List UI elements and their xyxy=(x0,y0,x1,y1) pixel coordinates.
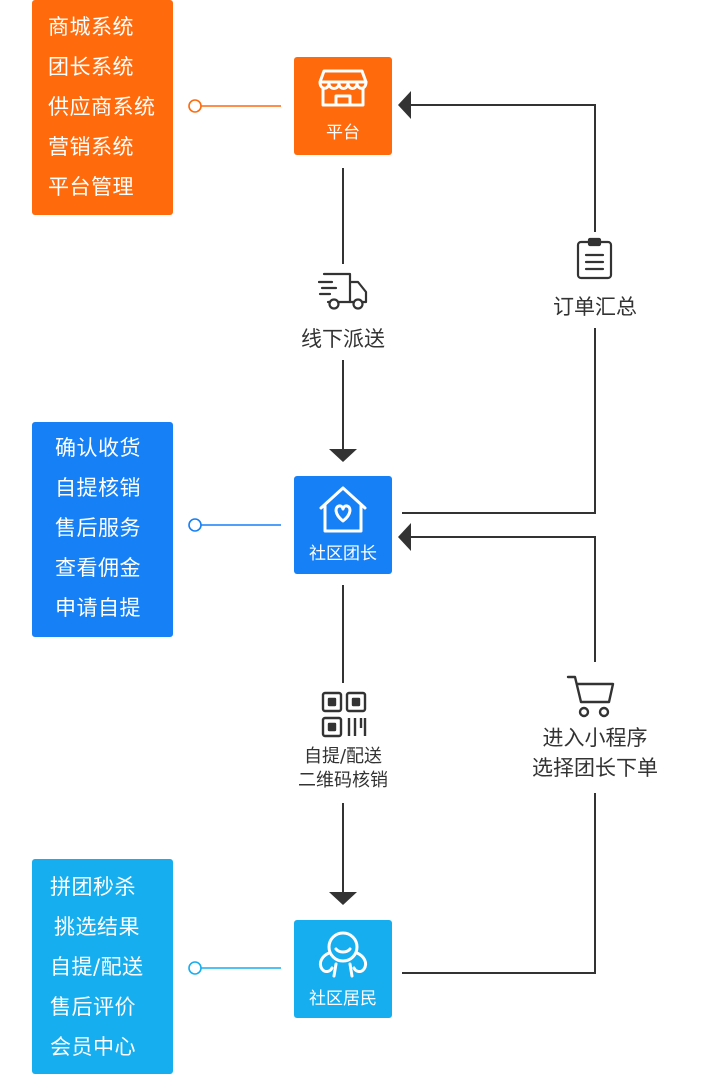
platform-node-label: 平台 xyxy=(326,123,360,143)
panel-connector-leader xyxy=(188,518,281,532)
resident-feature-item: 挑选结果 xyxy=(54,915,140,939)
edge-order-summary-label: 订单汇总 xyxy=(553,295,637,319)
resident-feature-item: 自提/配送 xyxy=(50,955,144,979)
panel-connector-resident xyxy=(188,961,281,975)
platform-feature-item: 商城系统 xyxy=(48,15,134,39)
platform-feature-item: 营销系统 xyxy=(48,135,134,159)
delivery-truck-icon xyxy=(318,272,368,310)
storefront-icon xyxy=(318,69,368,107)
person-hug-icon xyxy=(318,931,368,978)
platform-node: 平台 xyxy=(294,57,392,155)
leader-feature-item: 自提核销 xyxy=(55,476,141,500)
edge-pickup-label-line2: 二维码核销 xyxy=(298,770,388,791)
resident-node: 社区居民 xyxy=(294,920,392,1018)
edge-delivery-label: 线下派送 xyxy=(301,327,385,351)
arrow-to-leader-right xyxy=(398,523,411,551)
leader-feature-item: 确认收货 xyxy=(55,436,141,460)
leader-feature-item: 售后服务 xyxy=(55,516,141,540)
edge-enter-app-label-line2: 选择团长下单 xyxy=(532,756,658,780)
platform-feature-item: 平台管理 xyxy=(48,175,134,199)
edge-enter-app-lower xyxy=(402,793,596,974)
edge-order-summary-lower xyxy=(402,328,596,514)
arrow-to-platform xyxy=(398,91,411,119)
resident-features-panel: 拼团秒杀 挑选结果 自提/配送 售后评价 会员中心 xyxy=(32,859,173,1074)
house-heart-icon xyxy=(319,486,367,533)
edge-order-summary-upper xyxy=(410,104,596,232)
platform-features-panel: 商城系统 团长系统 供应商系统 营销系统 平台管理 xyxy=(32,0,173,215)
platform-feature-item: 团长系统 xyxy=(48,55,134,79)
edge-enter-app-label-line1: 进入小程序 xyxy=(542,726,648,750)
edge-enter-app-upper xyxy=(410,536,596,662)
panel-connector-platform xyxy=(188,99,281,113)
leader-node-label: 社区团长 xyxy=(309,544,377,564)
resident-feature-item: 会员中心 xyxy=(50,1035,136,1059)
leader-feature-item: 申请自提 xyxy=(55,596,141,620)
qr-code-icon xyxy=(321,691,367,738)
leader-node: 社区团长 xyxy=(294,476,392,574)
resident-feature-item: 售后评价 xyxy=(50,995,136,1019)
arrow-to-leader xyxy=(329,449,357,462)
resident-feature-item: 拼团秒杀 xyxy=(50,875,136,899)
shopping-cart-icon xyxy=(566,675,615,718)
clipboard-icon xyxy=(576,237,613,280)
edge-pickup-label-line1: 自提/配送 xyxy=(303,746,383,767)
leader-feature-item: 查看佣金 xyxy=(55,556,141,580)
arrow-to-resident xyxy=(329,892,357,905)
resident-node-label: 社区居民 xyxy=(309,989,377,1009)
platform-feature-item: 供应商系统 xyxy=(48,95,156,119)
leader-features-panel: 确认收货 自提核销 售后服务 查看佣金 申请自提 xyxy=(32,422,173,637)
